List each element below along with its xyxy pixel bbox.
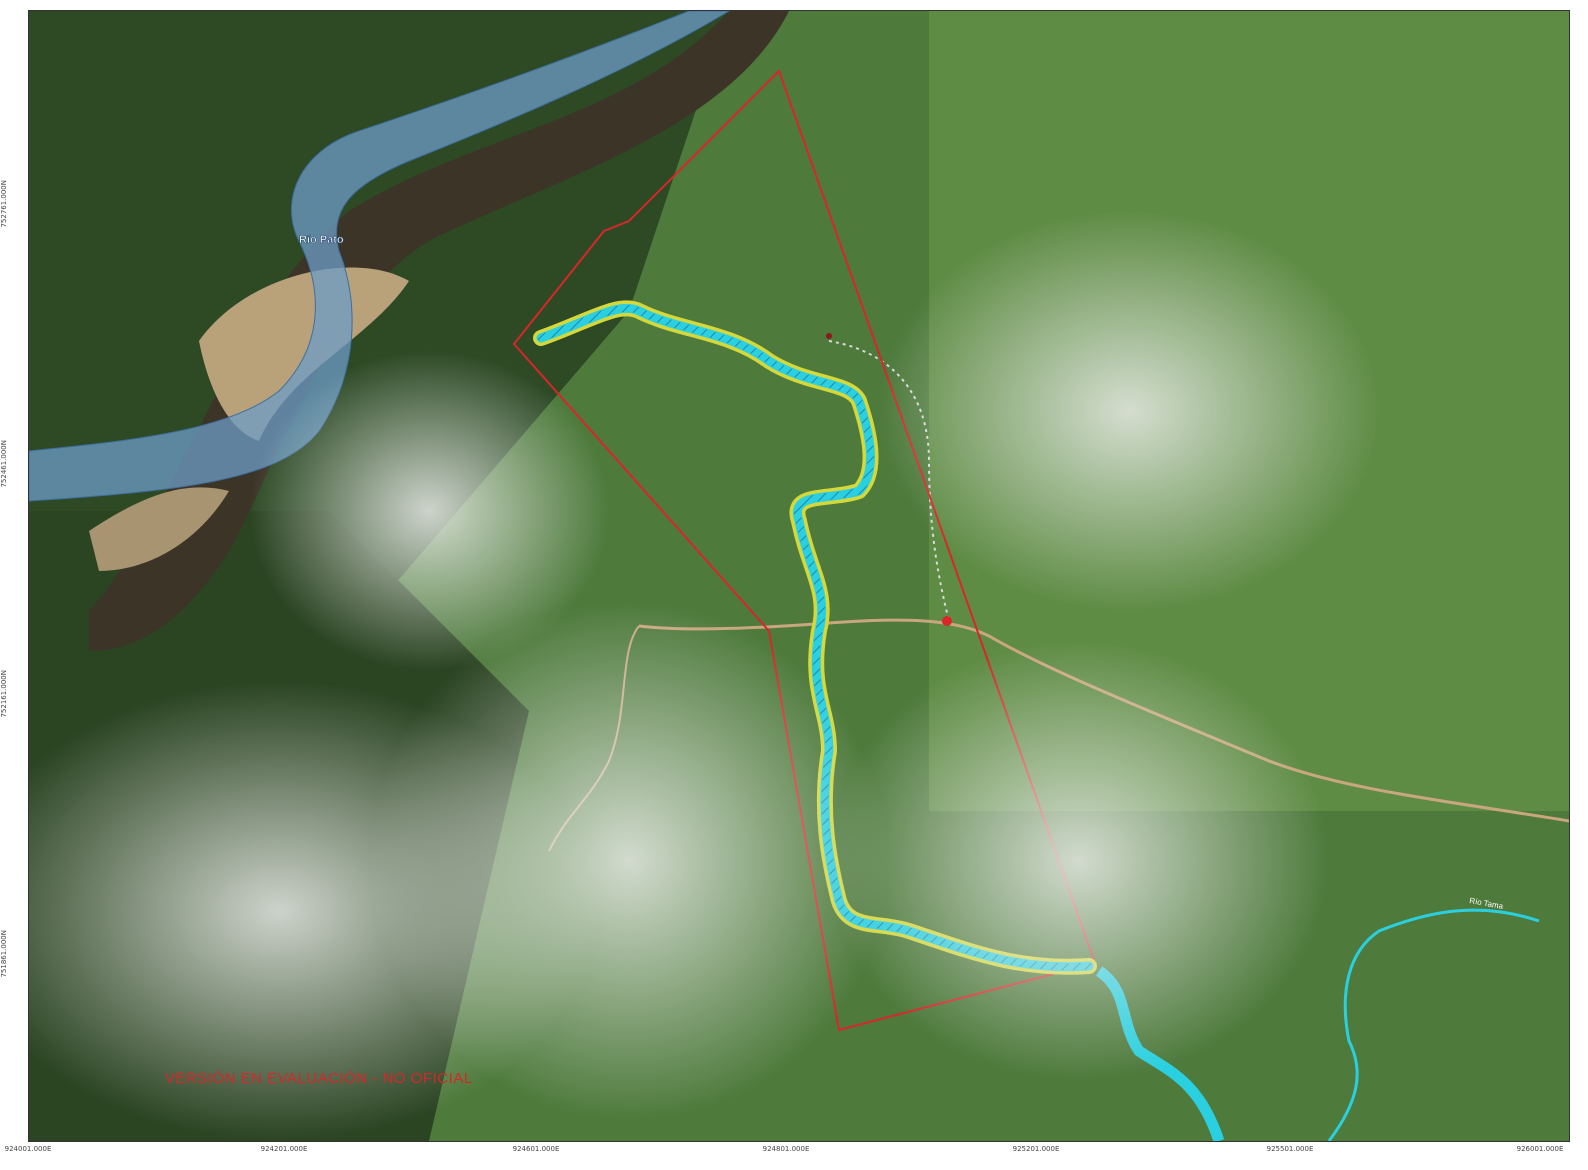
sandbar — [89, 487, 229, 571]
river-channel — [89, 11, 789, 651]
x-tick-label: 926001.000E — [1516, 1145, 1564, 1153]
map-canvas[interactable]: Río Pato Río Tama — [29, 11, 1569, 1141]
east-tributary — [1327, 908, 1540, 1141]
x-tick-label: 924601.000E — [512, 1145, 560, 1153]
x-tick-label: 925201.000E — [1012, 1145, 1060, 1153]
y-tick-label: 752761.000N — [0, 180, 8, 228]
x-tick-label: 924201.000E — [260, 1145, 308, 1153]
y-tick-label: 752461.000N — [0, 440, 8, 488]
map-frame[interactable]: Río Pato Río Tama — [28, 10, 1570, 1142]
cloud — [369, 601, 889, 1121]
sandbar — [199, 267, 409, 441]
cloud — [249, 351, 609, 671]
x-tick-label: 925501.000E — [1266, 1145, 1314, 1153]
x-tick-label: 924801.000E — [762, 1145, 810, 1153]
x-tick-label: 924001.000E — [4, 1145, 52, 1153]
river-label: Río Pato — [299, 234, 344, 246]
y-tick-label: 751861.000N — [0, 930, 8, 978]
y-tick-label: 752161.000N — [0, 670, 8, 718]
point-marker[interactable] — [826, 333, 832, 339]
point-marker[interactable] — [942, 616, 952, 626]
dotted-track — [828, 340, 950, 622]
watermark: VERSIÓN EN EVALUACIÓN - NO OFICIAL — [165, 1070, 473, 1087]
cloud — [879, 211, 1379, 611]
cloud — [829, 641, 1329, 1081]
